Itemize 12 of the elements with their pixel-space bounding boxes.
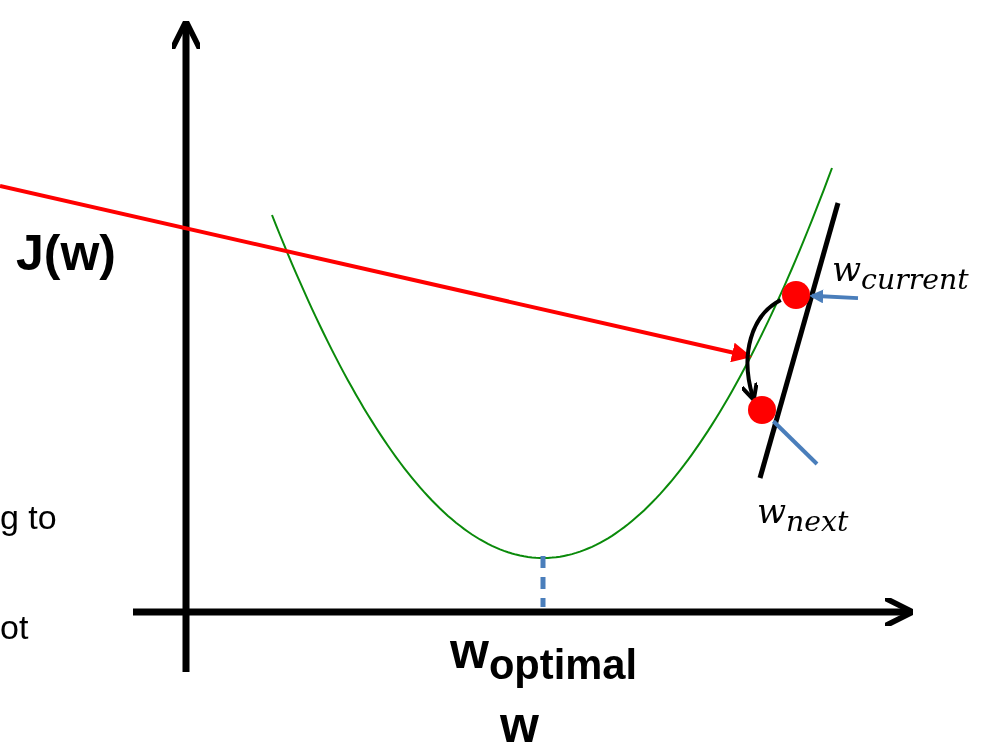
axis-label: J(w) <box>16 228 116 278</box>
axis-label: w <box>500 700 539 749</box>
leader-arrow <box>809 289 859 304</box>
next-point <box>748 396 776 424</box>
current-weight-label: w$_{current}$ <box>832 252 969 295</box>
leader-line <box>772 419 819 466</box>
text-fragment: ot <box>0 610 29 644</box>
next-weight-label: w$_{next}$ <box>757 494 849 537</box>
step-arrow <box>739 298 782 402</box>
text-fragment: g to <box>0 500 57 534</box>
axis-label: w$_{optimal}$ <box>450 626 638 686</box>
current-point <box>782 281 810 309</box>
